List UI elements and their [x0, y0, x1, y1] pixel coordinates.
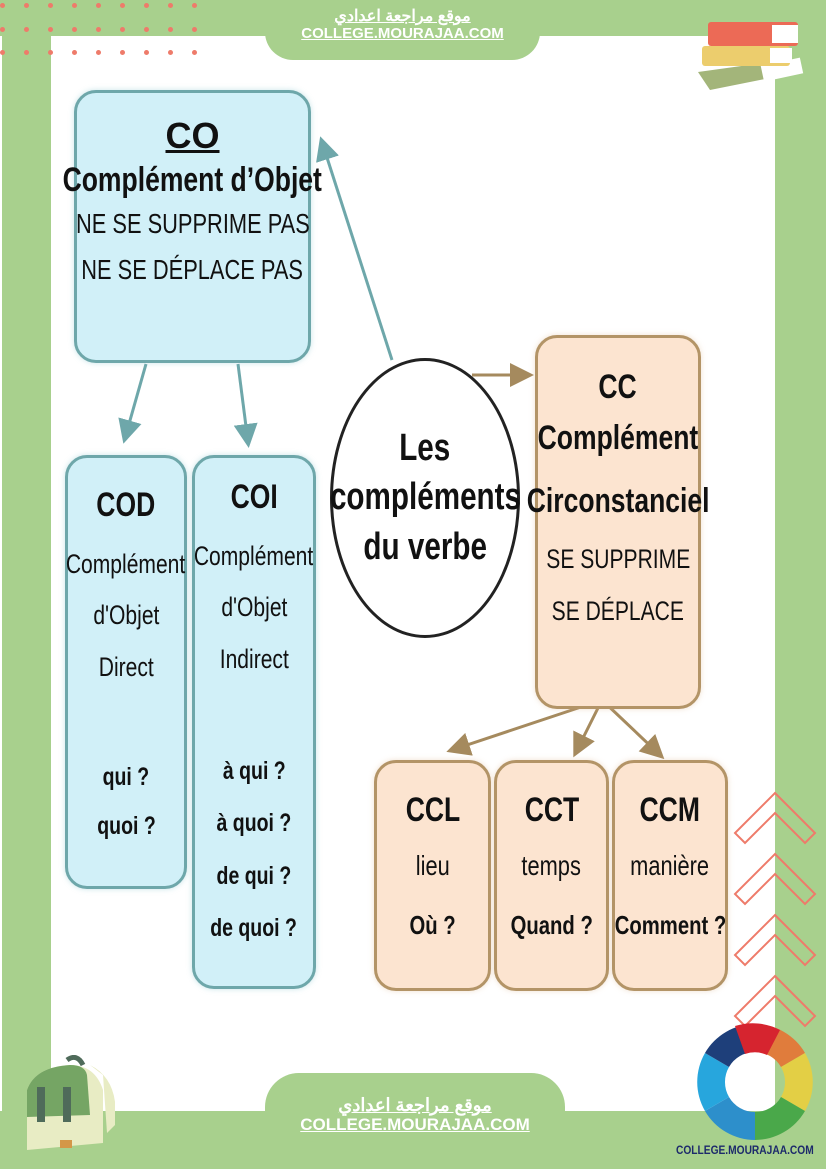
footer-pill: [265, 1073, 565, 1169]
cc-title-2: Circonstanciel: [526, 481, 710, 520]
dot: [168, 27, 173, 32]
cct-abbr: CCT: [524, 791, 579, 829]
dot: [24, 50, 29, 55]
co-title: Complément d’Objet: [62, 161, 323, 199]
logo-text: COLLEGE.MOURAJAA.COM: [676, 1143, 814, 1157]
dot: [168, 3, 173, 8]
frame-right: [775, 0, 826, 1169]
cc-rule-1: SE SUPPRIME: [546, 543, 690, 574]
cc-title-1: Complément: [537, 419, 699, 457]
arrow-cc-to-ccm: [600, 698, 665, 760]
coi-question-4: de quoi ?: [210, 914, 298, 943]
chevron-up-icon: [733, 791, 817, 845]
co-rule-1: NE SE SUPPRIME PAS: [75, 208, 310, 239]
header-arabic: موقع مراجعة اعدادي: [334, 8, 471, 25]
chevron-decoration: [733, 791, 817, 1028]
ccl-desc: lieu: [415, 850, 450, 881]
ccm-desc: manière: [630, 850, 710, 881]
dot: [168, 50, 173, 55]
arrow-co-to-coi: [233, 363, 258, 448]
coi-abbr: COI: [230, 478, 278, 516]
arrow-center-to-co: [316, 136, 394, 361]
arrow-co-to-cod: [118, 363, 148, 444]
co-rule-1-wrap: NE SE SUPPRIME PAS: [43, 208, 343, 240]
footer-site: COLLEGE.MOURAJAA.COM: [300, 1114, 530, 1134]
dot: [96, 27, 101, 32]
dot: [0, 27, 5, 32]
header-site: COLLEGE.MOURAJAA.COM: [301, 24, 504, 42]
dot: [144, 3, 149, 8]
dot: [72, 3, 77, 8]
coi-question-1: à qui ?: [222, 756, 286, 785]
footer-title: موقع مراجعة اعدادي COLLEGE.MOURAJAA.COM: [265, 1095, 565, 1134]
cod-desc-1: Complément: [66, 549, 186, 579]
dot: [72, 50, 77, 55]
footer-arabic: موقع مراجعة اعدادي: [338, 1095, 492, 1115]
ccm-question: Comment ?: [614, 910, 726, 940]
dot: [120, 50, 125, 55]
ccm-box: CCM manière Comment ?: [612, 760, 728, 991]
books-icon: [698, 22, 804, 90]
backpack-icon: [27, 1055, 115, 1150]
dot: [192, 27, 197, 32]
dot: [24, 3, 29, 8]
dot: [24, 27, 29, 32]
coi-question-3: de qui ?: [216, 861, 292, 890]
co-rule-2: NE SE DÉPLACE PAS: [81, 254, 304, 285]
dot: [192, 50, 197, 55]
dot: [144, 27, 149, 32]
chevron-up-icon: [733, 974, 817, 1028]
dot: [48, 50, 53, 55]
co-rule-2-wrap: NE SE DÉPLACE PAS: [50, 254, 334, 286]
cod-question-1: qui ?: [102, 762, 150, 791]
dot: [96, 3, 101, 8]
frame-left: [2, 0, 51, 1169]
dot: [192, 3, 197, 8]
dot: [96, 50, 101, 55]
coi-desc-1: Complément: [194, 541, 314, 571]
dot: [144, 50, 149, 55]
co-abbr: CO: [165, 115, 220, 156]
dot: [120, 27, 125, 32]
dot: [48, 3, 53, 8]
ccl-box: CCL lieu Où ?: [374, 760, 491, 991]
cod-desc-2: d'Objet: [92, 600, 160, 631]
co-title-wrap: Complément d’Objet: [26, 161, 358, 200]
cc-box: CC Complément Circonstanciel SE SUPPRIME…: [527, 335, 709, 709]
cod-desc-3: Direct: [98, 651, 154, 682]
center-circle: Les compléments du verbe: [329, 358, 521, 638]
cct-box: CCT temps Quand ?: [494, 760, 609, 991]
header-pill: [265, 0, 540, 60]
cod-box: COD Complément d'Objet Direct qui ? quoi…: [65, 455, 187, 889]
cc-abbr: CC: [598, 368, 638, 406]
coi-question-2: à quoi ?: [216, 809, 292, 838]
chevron-up-icon: [733, 913, 817, 967]
school-logo: [697, 1023, 813, 1140]
dot: [72, 27, 77, 32]
dot: [48, 27, 53, 32]
dot: [120, 3, 125, 8]
coi-desc-2: d'Objet: [220, 592, 288, 623]
cct-desc: temps: [521, 850, 582, 881]
center-line-3: du verbe: [363, 525, 487, 568]
cod-question-2: quoi ?: [96, 811, 156, 840]
cc-rule-2: SE DÉPLACE: [551, 596, 685, 627]
cct-question: Quand ?: [510, 910, 593, 940]
ccm-abbr: CCM: [639, 791, 701, 829]
co-box: CO Complément d’Objet NE SE SUPPRIME PAS…: [63, 90, 322, 363]
coi-desc-3: Indirect: [219, 643, 289, 674]
ccl-abbr: CCL: [405, 791, 460, 829]
ccl-question: Où ?: [409, 910, 456, 940]
coi-box: COI Complément d'Objet Indirect à qui ? …: [192, 455, 316, 989]
center-line-2: compléments: [329, 476, 521, 519]
header-title: موقع مراجعة اعدادي COLLEGE.MOURAJAA.COM: [265, 8, 540, 42]
cod-abbr: COD: [96, 486, 156, 524]
dot: [0, 3, 5, 8]
chevron-up-icon: [733, 852, 817, 906]
dot: [0, 50, 5, 55]
center-line-1: Les: [399, 426, 451, 469]
